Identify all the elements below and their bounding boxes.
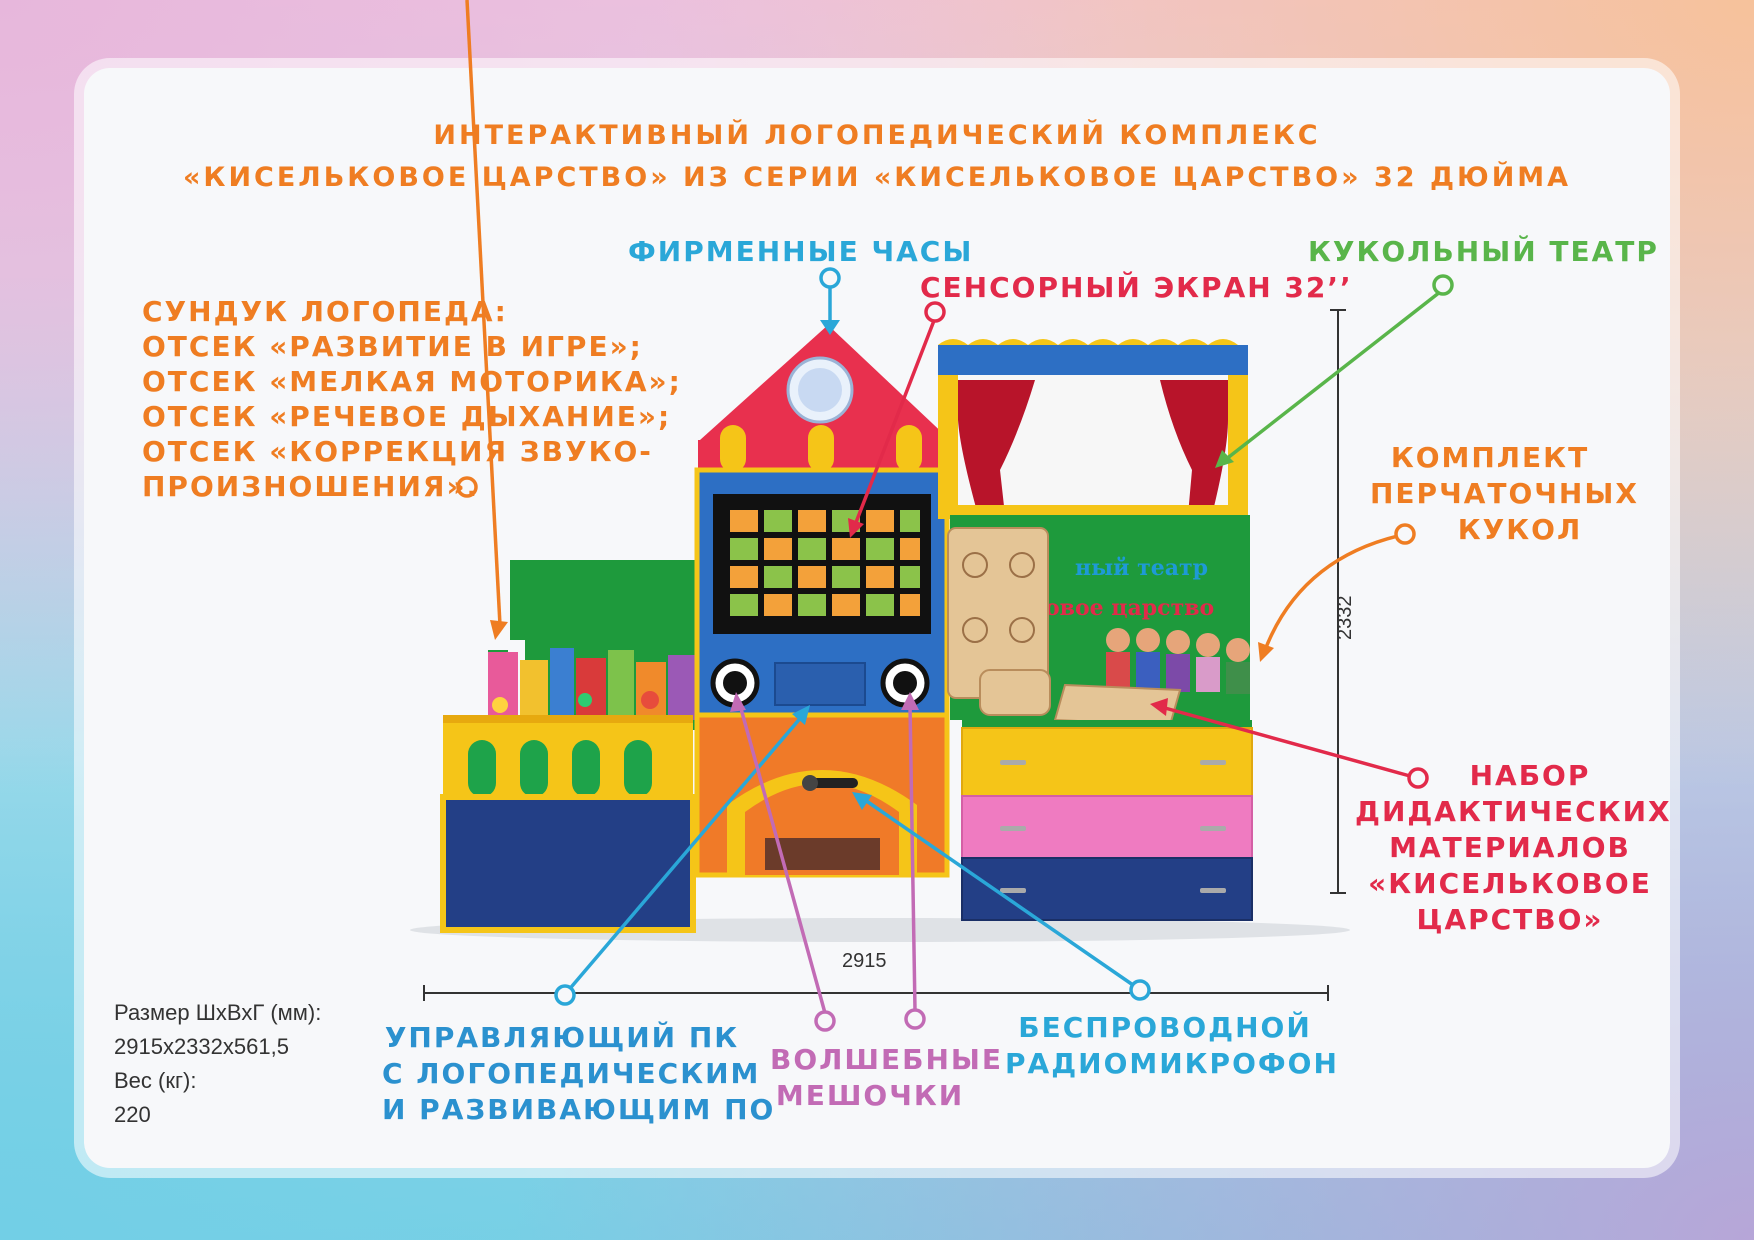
wooden-bus xyxy=(979,669,1051,716)
pc-line: С ЛОГОПЕДИЧЕСКИМ xyxy=(382,1057,761,1090)
mic-line: РАДИОМИКРОФОН xyxy=(1005,1047,1339,1080)
chest-line: ОТСЕК «МЕЛКАЯ МОТОРИКА»; xyxy=(142,365,682,398)
chest-line: ОТСЕК «РАЗВИТИЕ В ИГРЕ»; xyxy=(142,330,643,363)
width-dimension: 2915 xyxy=(842,950,887,972)
materials-line: МАТЕРИАЛОВ xyxy=(1389,831,1631,864)
puppets-line: ПЕРЧАТОЧНЫХ xyxy=(1370,477,1639,510)
size-value: 2915х2332х561,5 xyxy=(114,1034,289,1059)
pc-line: И РАЗВИВАЮЩИМ ПО xyxy=(382,1093,776,1126)
chest-toys xyxy=(488,648,696,722)
label-logoped-chest: СУНДУК ЛОГОПЕДА: ОТСЕК «РАЗВИТИЕ В ИГРЕ»… xyxy=(142,294,682,504)
label-puppet-theater: КУКОЛЬНЫЙ ТЕАТР xyxy=(1308,235,1659,268)
glove-puppets xyxy=(1106,628,1250,694)
chest-line: ПРОИЗНОШЕНИЯ». xyxy=(142,470,480,503)
bags-line: ВОЛШЕБНЫЕ xyxy=(770,1043,1004,1076)
chest-line: ОТСЕК «КОРРЕКЦИЯ ЗВУКО- xyxy=(142,435,653,468)
weight-value: 220 xyxy=(114,1102,151,1127)
materials-line: ЦАРСТВО» xyxy=(1416,903,1604,936)
puppet-theater: ный театр овое царство xyxy=(938,339,1253,921)
puppets-line: КУКОЛ xyxy=(1457,513,1583,546)
label-didactic-materials: НАБОР ДИДАКТИЧЕСКИХ МАТЕРИАЛОВ «КИСЕЛЬКО… xyxy=(1355,758,1672,938)
materials-line: ДИДАКТИЧЕСКИХ xyxy=(1355,795,1672,828)
specs-block: Размер ШхВхГ (мм): 2915х2332х561,5 Вес (… xyxy=(114,996,321,1132)
microphone xyxy=(808,778,858,788)
label-control-pc: УПРАВЛЯЮЩИЙ ПК С ЛОГОПЕДИЧЕСКИМ И РАЗВИВ… xyxy=(382,1020,776,1128)
label-touch-screen: СЕНСОРНЫЙ ЭКРАН 32’’ xyxy=(920,271,1353,304)
label-magic-bags: ВОЛШЕБНЫЕ МЕШОЧКИ xyxy=(770,1042,1004,1114)
materials-line: НАБОР xyxy=(1469,759,1591,792)
callout-lines xyxy=(456,0,1454,1032)
left-curtain xyxy=(958,380,1035,515)
mic-line: БЕСПРОВОДНОЙ xyxy=(1018,1011,1312,1044)
label-wireless-mic: БЕСПРОВОДНОЙ РАДИОМИКРОФОН xyxy=(1005,1010,1339,1082)
right-curtain xyxy=(1160,380,1228,515)
title-line-2: «КИСЕЛЬКОВОЕ ЦАРСТВО» ИЗ СЕРИИ «КИСЕЛЬКО… xyxy=(182,162,1572,193)
pc-compartment xyxy=(774,662,866,706)
size-label: Размер ШхВхГ (мм): xyxy=(114,1000,322,1025)
height-dimension: 2332 xyxy=(1334,595,1356,641)
materials-line: «КИСЕЛЬКОВОЕ xyxy=(1368,867,1652,900)
chest-line: ОТСЕК «РЕЧЕВОЕ ДЫХАНИЕ»; xyxy=(142,400,672,433)
bags-line: МЕШОЧКИ xyxy=(775,1079,965,1112)
logoped-chest xyxy=(440,560,700,933)
title-line-1: ИНТЕРАКТИВНЫЙ ЛОГОПЕДИЧЕСКИЙ КОМПЛЕКС xyxy=(433,120,1321,151)
pc-line: УПРАВЛЯЮЩИЙ ПК xyxy=(384,1021,740,1054)
theater-sign-2: овое царство xyxy=(1045,595,1214,621)
weight-label: Вес (кг): xyxy=(114,1068,197,1093)
chest-line: СУНДУК ЛОГОПЕДА: xyxy=(142,295,508,328)
screen-app-grid xyxy=(730,510,920,616)
label-brand-clock: ФИРМЕННЫЕ ЧАСЫ xyxy=(628,235,974,268)
theater-sign-1: ный театр xyxy=(1075,555,1208,581)
label-glove-puppets: КОМПЛЕКТ ПЕРЧАТОЧНЫХ КУКОЛ xyxy=(1370,440,1639,548)
puppets-line: КОМПЛЕКТ xyxy=(1390,441,1590,474)
